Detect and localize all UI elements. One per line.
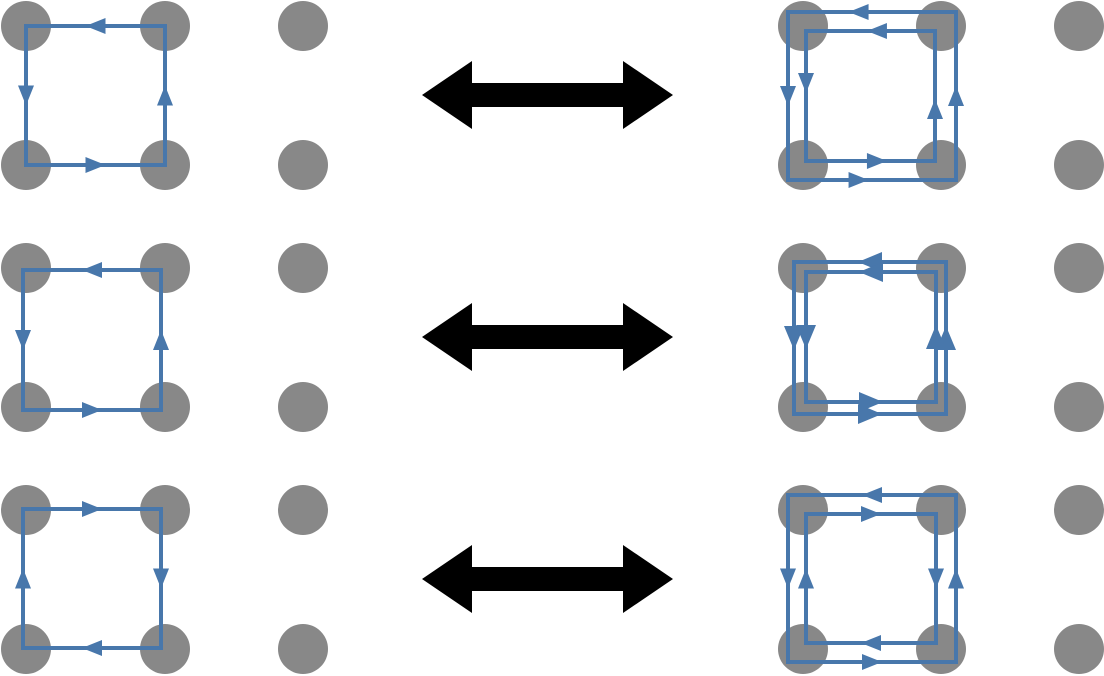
- loop-direction-arrow: [927, 99, 943, 119]
- plaquette-loop: [804, 512, 938, 645]
- lattice-site: [1054, 624, 1104, 674]
- lattice-site: [278, 243, 328, 293]
- lattice-site: [140, 624, 190, 674]
- lattice-site: [278, 1, 328, 51]
- equivalence-double-arrow: [422, 303, 673, 371]
- lattice-site: [778, 1, 828, 51]
- lattice-site: [1, 382, 51, 432]
- loop-direction-arrow: [862, 487, 882, 503]
- plaquette-loops: [15, 4, 964, 670]
- loop-direction-arrow: [861, 635, 881, 651]
- loop-direction-arrow: [926, 325, 946, 349]
- loop-direction-arrow: [859, 392, 883, 412]
- plaquette-loop: [804, 270, 938, 404]
- lattice-site: [916, 140, 966, 190]
- lattice-site: [778, 382, 828, 432]
- loop-direction-arrow: [798, 73, 814, 93]
- lattice-site: [278, 624, 328, 674]
- loop-direction-arrow: [948, 86, 964, 106]
- loop-direction-arrow: [866, 153, 887, 169]
- loop-direction-arrow: [82, 640, 102, 656]
- loop-direction-arrow: [15, 330, 31, 350]
- lattice-site: [278, 140, 328, 190]
- lattice-site: [916, 243, 966, 293]
- equivalence-arrows: [422, 61, 673, 613]
- lattice-site: [1054, 140, 1104, 190]
- lattice-site: [778, 243, 828, 293]
- loop-direction-arrow: [866, 23, 887, 39]
- plaquette-loop: [21, 507, 163, 650]
- loop-direction-arrow: [859, 262, 883, 282]
- lattice-site: [778, 624, 828, 674]
- loop-direction-arrow: [85, 18, 106, 34]
- lattice-site: [278, 382, 328, 432]
- loop-direction-arrow: [153, 330, 169, 350]
- lattice-site: [916, 485, 966, 535]
- lattice-site: [1054, 382, 1104, 432]
- loop-direction-arrow: [18, 85, 34, 106]
- loop-direction-arrow: [848, 4, 869, 20]
- equivalence-double-arrow: [422, 545, 673, 613]
- loop-direction-arrow: [798, 568, 814, 589]
- loop-direction-arrow: [82, 501, 102, 517]
- equivalence-double-arrow: [422, 61, 673, 129]
- plaquette-loop: [21, 268, 163, 412]
- loop-direction-arrow: [928, 568, 944, 589]
- loop-direction-arrow: [157, 85, 173, 106]
- loop-direction-arrow: [861, 506, 881, 522]
- loop-direction-arrow: [85, 157, 106, 173]
- lattice-site: [1054, 1, 1104, 51]
- lattice-site: [916, 382, 966, 432]
- loop-direction-arrow: [796, 325, 816, 349]
- loop-direction-arrow: [82, 262, 102, 278]
- lattice-site: [778, 140, 828, 190]
- plaquette-loop: [804, 29, 937, 163]
- loop-direction-arrow: [82, 402, 102, 418]
- loop-direction-arrow: [15, 568, 31, 589]
- lattice-site: [140, 485, 190, 535]
- lattice-site: [1054, 485, 1104, 535]
- loop-direction-arrow: [153, 568, 169, 589]
- loop-direction-arrow: [780, 86, 796, 106]
- loop-direction-arrow: [948, 568, 964, 589]
- loop-direction-arrow: [848, 172, 869, 188]
- lattice-site: [1054, 243, 1104, 293]
- loop-direction-arrow: [780, 568, 796, 589]
- lattice-site: [278, 485, 328, 535]
- lattice-site: [916, 1, 966, 51]
- plaquette-loop: [24, 24, 167, 167]
- lattice-site: [140, 243, 190, 293]
- lattice-site: [140, 382, 190, 432]
- lattice-site: [778, 485, 828, 535]
- loop-direction-arrow: [862, 654, 882, 670]
- lattice-site: [916, 624, 966, 674]
